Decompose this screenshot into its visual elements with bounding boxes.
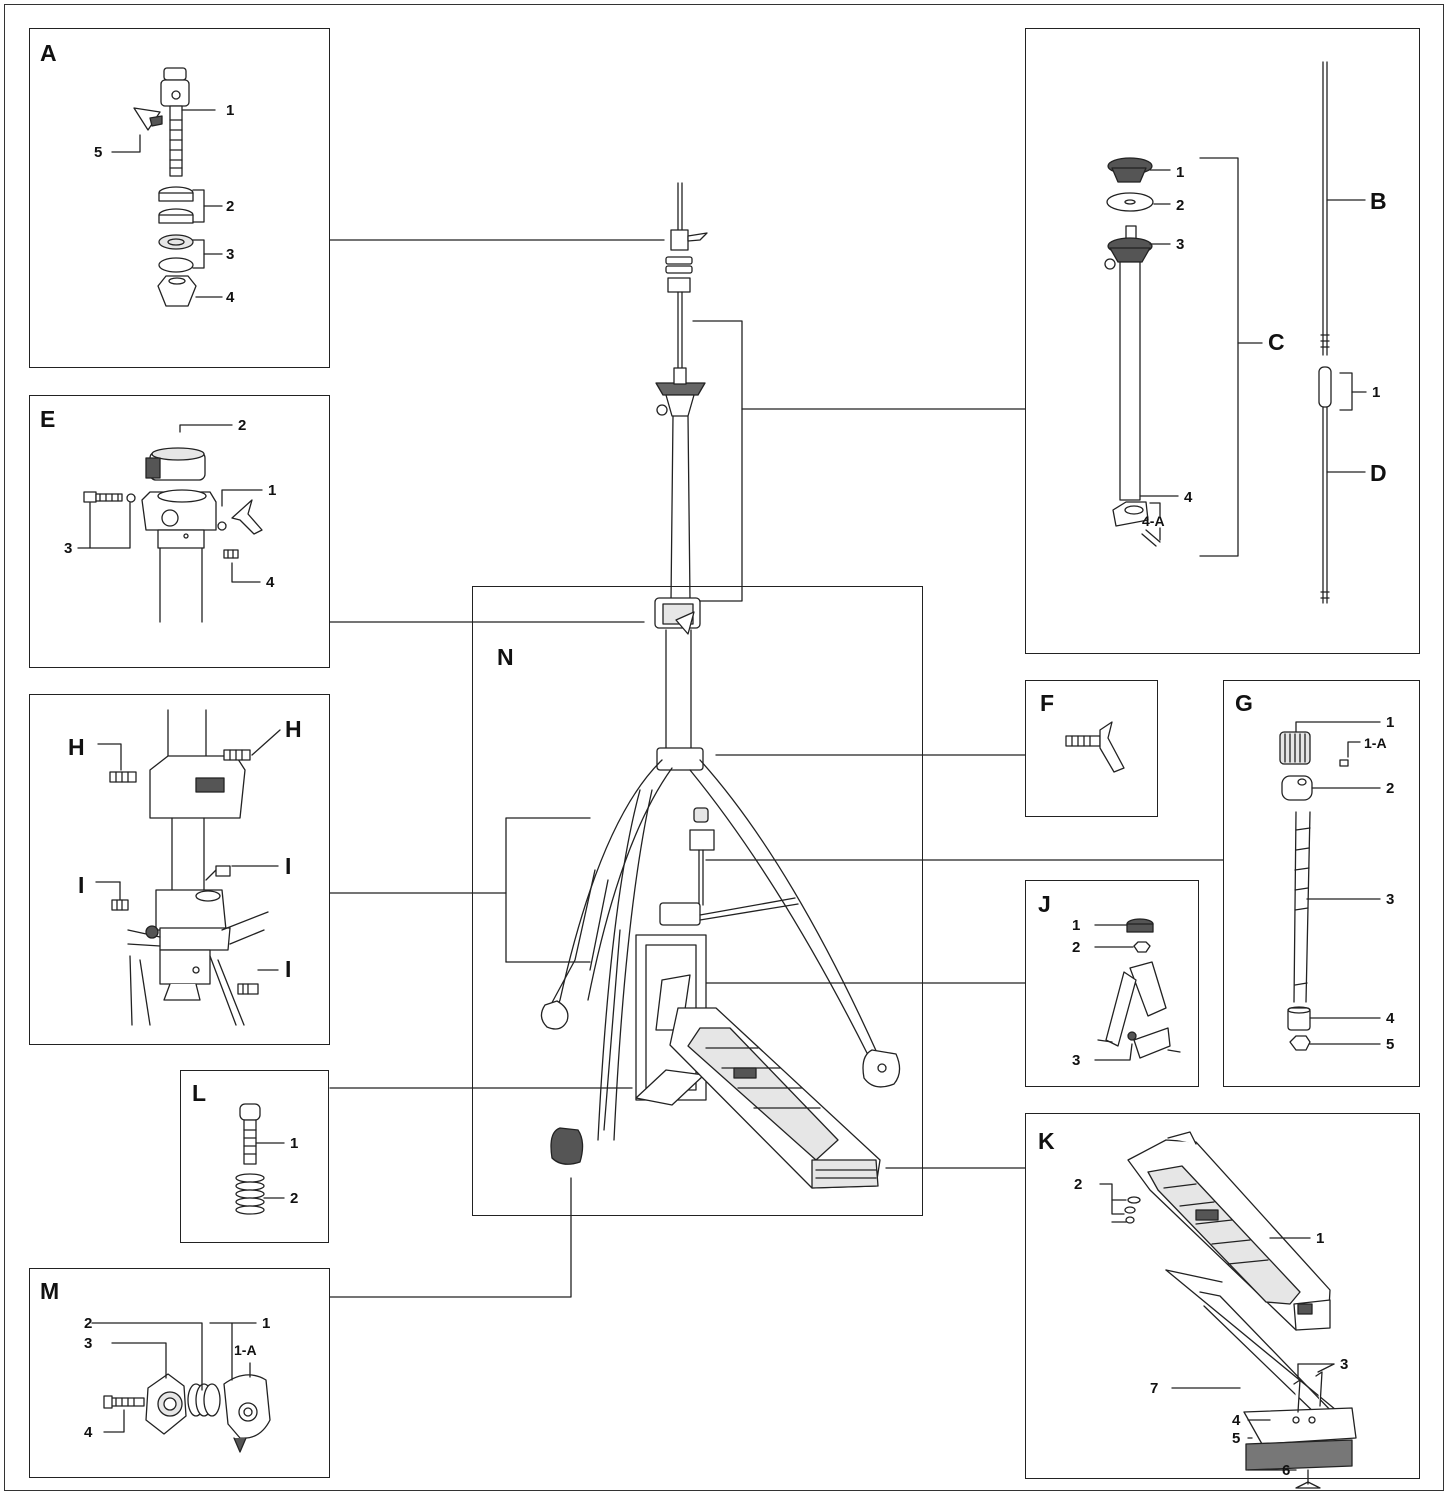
callout-k-2: 2 [1074,1176,1083,1193]
panel-label-h: H [285,716,302,742]
panel-bcd [1025,28,1420,654]
callout-e-3: 3 [64,540,73,557]
panel-label-c: C [1268,329,1285,355]
panel-f [1025,680,1158,817]
panel-label-i: I [78,872,85,898]
outer-frame [4,4,1444,1491]
callout-g-1a: 1-A [1364,735,1387,751]
callout-l-1: 1 [290,1135,299,1152]
panel-label-n: N [497,644,514,670]
panel-label-i: I [285,853,292,879]
callout-m-4: 4 [84,1424,93,1441]
panel-m-parts [91,1322,271,1453]
stand-drawing [540,182,901,1189]
callout-m-3: 3 [84,1335,93,1352]
callout-j-2: 2 [1072,939,1081,956]
callout-d-1: 1 [1372,384,1381,401]
panel-j-parts [1094,918,1181,1061]
panel-n [472,586,923,1216]
panel-label-m: M [40,1278,60,1304]
callout-k-6: 6 [1282,1462,1291,1479]
panel-f-parts [1065,721,1125,773]
callout-l-2: 2 [290,1190,299,1207]
callout-g-4: 4 [1386,1010,1395,1027]
callout-g-2: 2 [1386,780,1395,797]
callout-k-5: 5 [1232,1430,1241,1447]
panel-label-e: E [40,406,56,432]
callout-j-3: 3 [1072,1052,1081,1069]
panel-l-parts [235,1103,285,1215]
panel-label-k: K [1038,1128,1055,1154]
panel-label-g: G [1235,690,1253,716]
callout-c-1: 1 [1176,164,1185,181]
panel-g [1223,680,1420,1087]
panel-label-i: I [285,956,292,982]
panel-g-parts [1279,721,1381,1051]
callout-g-3: 3 [1386,891,1395,908]
panel-e-parts [77,424,263,623]
panel-label-h: H [68,734,85,760]
callout-k-4: 4 [1232,1412,1241,1429]
callout-a-1: 1 [226,102,235,119]
callout-c-4: 4 [1184,489,1193,506]
panel-hi-parts [95,709,281,1026]
panel-label-b: B [1370,188,1387,214]
callout-m-1a: 1-A [234,1342,257,1358]
callout-k-7: 7 [1150,1380,1159,1397]
callout-c-2: 2 [1176,197,1185,214]
panel-label-f: F [1040,690,1055,716]
callout-m-1: 1 [262,1315,271,1332]
panel-leader-lines [329,239,1224,1298]
panel-a-parts [111,67,223,307]
panel-label-l: L [192,1080,207,1106]
callout-a-2: 2 [226,198,235,215]
panel-label-d: D [1370,460,1387,486]
callout-j-1: 1 [1072,917,1081,934]
panel-j [1025,880,1199,1087]
callout-c-4a: 4-A [1142,513,1165,529]
callout-e-1: 1 [268,482,277,499]
callout-e-4: 4 [266,574,275,591]
callout-g-1: 1 [1386,714,1395,731]
callout-e-2: 2 [238,417,247,434]
panel-label-j: J [1038,891,1051,917]
callout-a-3: 3 [226,246,235,263]
callout-k-3: 3 [1340,1356,1349,1373]
panel-m [29,1268,330,1478]
callout-c-3: 3 [1176,236,1185,253]
callout-a-4: 4 [226,289,235,306]
callout-g-5: 5 [1386,1036,1395,1053]
panel-bcd-parts [1104,61,1367,604]
panel-label-a: A [40,40,57,66]
callout-m-2: 2 [84,1315,93,1332]
panel-k-parts [1099,1131,1357,1489]
callout-a-5: 5 [94,144,103,161]
callout-k-1: 1 [1316,1230,1325,1247]
